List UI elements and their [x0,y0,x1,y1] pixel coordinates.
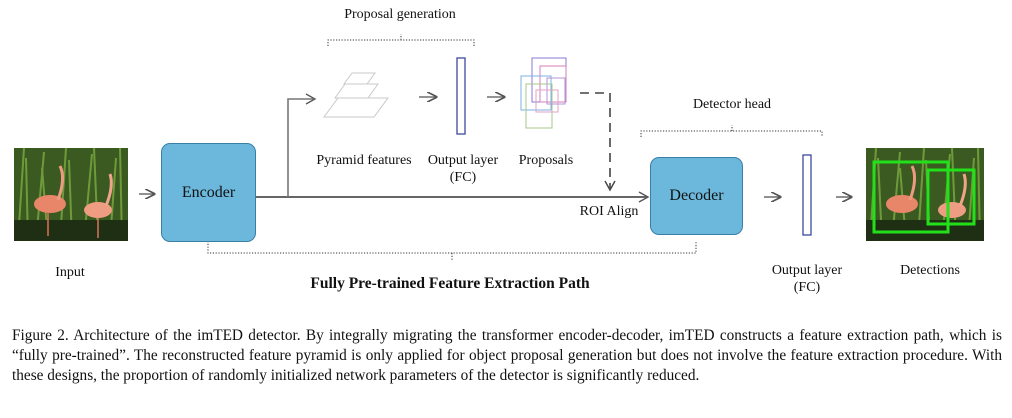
detector-head-bracket [640,125,823,137]
decoder-label: Decoder [669,187,724,204]
proposals-to-roi-dashed [580,92,611,188]
proposal-generation-bracket [327,34,475,46]
extraction-path-label: Fully Pre-trained Feature Extraction Pat… [310,275,590,292]
detection-box-2 [926,168,976,226]
proposal-generation-label: Proposal generation [344,7,456,22]
pyramid-features-icon [323,72,389,118]
output-layer-fc-bar-right [802,154,812,236]
input-image [14,148,128,241]
branch-to-pyramid [287,98,313,197]
output-layer-right-sub: (FC) [793,280,821,295]
output-layer-right-text: Output layer [771,263,843,278]
figure-caption: Figure 2. Architecture of the imTED dete… [12,326,1002,386]
proposals-label: Proposals [518,153,574,168]
roi-align-label: ROI Align [579,204,639,219]
output-layer-fc-bar-top [456,57,466,135]
diagram-lines [139,34,1012,261]
encoder-label: Encoder [181,183,236,201]
output-layer-right-label: Output layer (FC) [762,262,852,296]
caption-label: Figure 2. [12,327,69,344]
architecture-diagram: Encoder Decoder Proposal generation Dete… [14,7,1012,296]
encoder-box: Encoder [161,143,256,242]
output-layer-top-text: Output layer [427,153,499,168]
output-layer-top-label: Output layer (FC) [418,152,508,186]
extraction-path-bracket [207,241,697,261]
detection-box-1 [872,160,950,234]
input-label: Input [55,265,85,280]
detector-head-label: Detector head [692,97,772,112]
decoder-box: Decoder [650,157,743,235]
detections-label: Detections [900,263,960,278]
output-layer-top-sub: (FC) [449,170,477,185]
flamingo-scene [14,148,128,241]
caption-text: Architecture of the imTED detector. By i… [12,327,1002,384]
detections-scene [866,148,984,241]
pyramid-features-label: Pyramid features [316,153,412,168]
detections-image [866,148,984,241]
proposals-icon [520,57,567,129]
